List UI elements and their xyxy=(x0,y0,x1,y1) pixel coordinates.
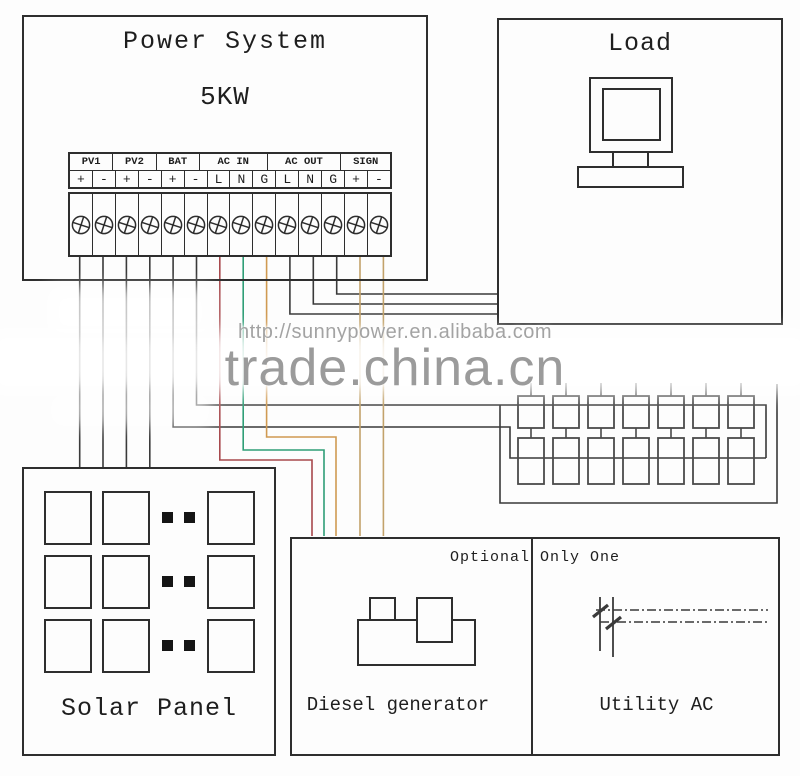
wire-ac-in-g xyxy=(265,257,337,536)
pin-label: - xyxy=(375,171,383,187)
diesel-generator-icon xyxy=(357,597,476,666)
screw-terminal-icon xyxy=(368,214,389,235)
optional-box xyxy=(290,537,780,756)
group-pv1: PV1 xyxy=(70,154,114,170)
terminal-pin-row: + - + - + - L N G L N G + - xyxy=(70,171,390,187)
terminal-screw-row xyxy=(68,192,392,257)
load-box xyxy=(497,18,783,325)
battery-row-top xyxy=(517,395,755,429)
screw-terminal-icon xyxy=(116,214,137,235)
screw-terminal xyxy=(276,194,300,255)
solar-panel-title: Solar Panel xyxy=(60,694,238,723)
pin-label: G xyxy=(322,171,346,187)
screw-terminal-icon xyxy=(254,214,275,235)
optional-title: Optional Only One xyxy=(449,549,621,566)
ellipsis-dots xyxy=(162,512,195,651)
screw-terminal-icon xyxy=(70,214,91,235)
pin-label: L xyxy=(208,171,231,187)
screw-terminal xyxy=(93,194,116,255)
pin-label: + xyxy=(70,171,93,187)
pin-label: + xyxy=(345,171,368,187)
solar-panel-box xyxy=(22,467,276,756)
screw-terminal xyxy=(162,194,185,255)
group-ac-in: AC IN xyxy=(200,154,268,170)
monitor-icon xyxy=(577,77,684,188)
pin-label: - xyxy=(93,171,116,187)
pin-label: - xyxy=(139,171,162,187)
wire-battery-loop xyxy=(499,384,778,504)
terminal-group-row: PV1 PV2 BAT AC IN AC OUT SIGN xyxy=(70,154,390,171)
battery-row-bottom xyxy=(517,437,755,485)
wire-ac-out-n xyxy=(312,257,497,305)
screw-terminal xyxy=(208,194,231,255)
screw-terminal xyxy=(368,194,390,255)
screw-terminal-icon xyxy=(93,214,114,235)
ac-out-wires xyxy=(289,257,497,315)
diesel-generator-label: Diesel generator xyxy=(306,694,490,716)
screw-terminal-icon xyxy=(300,214,321,235)
screw-terminal xyxy=(322,194,346,255)
screw-terminal-icon xyxy=(277,214,298,235)
pin-label: + xyxy=(162,171,185,187)
pin-label: - xyxy=(185,171,208,187)
screw-terminal-icon xyxy=(231,214,252,235)
screw-terminal xyxy=(116,194,139,255)
group-ac-out: AC OUT xyxy=(268,154,342,170)
group-sign: SIGN xyxy=(353,155,379,168)
pin-label: G xyxy=(253,171,277,187)
pin-label: N xyxy=(230,171,254,187)
utility-ac-icon xyxy=(592,597,768,657)
pv-wires xyxy=(78,257,151,467)
screw-terminal xyxy=(299,194,323,255)
screw-terminal-icon xyxy=(162,214,183,235)
terminal-label-table: PV1 PV2 BAT AC IN AC OUT SIGN + - + - + … xyxy=(68,152,392,189)
load-title: Load xyxy=(607,29,672,58)
screw-terminal xyxy=(185,194,208,255)
screw-terminal xyxy=(70,194,93,255)
battery-stubs xyxy=(530,383,742,438)
group-pv2: PV2 xyxy=(113,154,157,170)
screw-terminal xyxy=(230,194,254,255)
power-system-capacity: 5KW xyxy=(200,82,250,112)
screw-terminal-icon xyxy=(346,214,367,235)
solar-cells xyxy=(44,491,255,673)
wire-ac-out-l xyxy=(289,257,497,315)
power-system-box xyxy=(22,15,428,281)
screw-terminal-icon xyxy=(208,214,229,235)
pin-label: N xyxy=(299,171,323,187)
screw-terminal xyxy=(139,194,162,255)
screw-terminal-icon xyxy=(323,214,344,235)
power-system-title: Power System xyxy=(122,27,328,56)
screw-terminal xyxy=(345,194,368,255)
screw-terminal-icon xyxy=(185,214,206,235)
wire-ac-out-g xyxy=(335,257,497,295)
screw-terminal-icon xyxy=(139,214,160,235)
pin-label: L xyxy=(276,171,300,187)
pin-label: + xyxy=(116,171,139,187)
screw-terminal xyxy=(253,194,277,255)
group-bat: BAT xyxy=(157,154,200,170)
utility-ac-label: Utility AC xyxy=(599,694,714,716)
battery-bank xyxy=(517,383,755,485)
optional-box-divider xyxy=(531,537,533,756)
